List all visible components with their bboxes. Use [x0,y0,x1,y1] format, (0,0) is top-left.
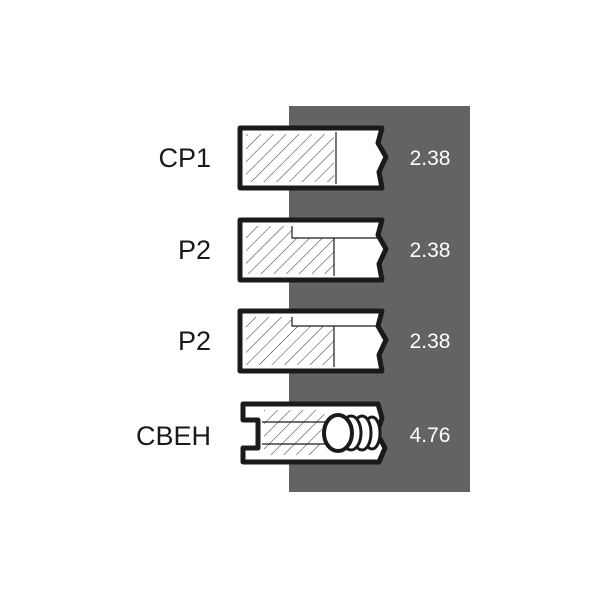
expander-spring [322,413,382,453]
ring-1: CP1 2.38 [158,125,451,191]
ring-3-step [291,317,378,367]
ring-1-width: 2.38 [410,147,451,170]
ring-1-label: CP1 [158,143,211,173]
ring-2-width: 2.38 [410,239,451,262]
ring-2-label: P2 [178,235,211,265]
ring-2: P2 2.38 [178,217,451,283]
spring-coil [322,413,354,453]
ring-3-label: P2 [178,326,211,356]
ring-3-hatch [246,317,334,365]
ring-4-width: 4.76 [410,424,451,447]
ring-4-label: CBEH [136,421,211,451]
ring-2-step [291,226,378,276]
ring-3: P2 2.38 [178,308,451,374]
ring-4: CBEH 4.76 [136,401,451,465]
ring-4-hatch [264,410,325,455]
ring-3-width: 2.38 [410,330,451,353]
ring-1-hatch [246,134,334,182]
